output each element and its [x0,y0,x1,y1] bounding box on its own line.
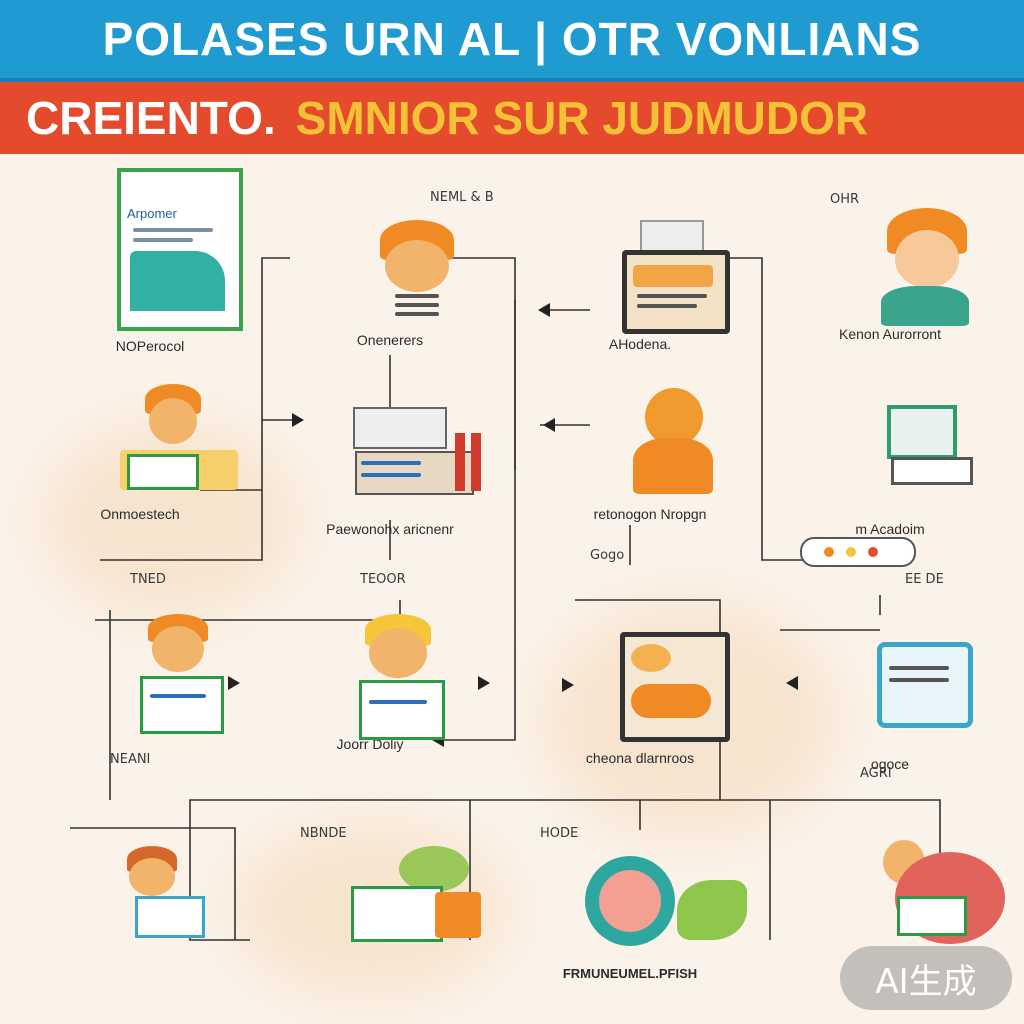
node-label: FRMUNEUMEL.PFISH [562,966,698,981]
node-label: m Acadoim [855,521,925,537]
annotation-note: EE DE [905,572,944,587]
indicator-pill [800,537,916,567]
title-banner-bottom: CREIENTO. SMNIOR SUR JUDMUDOR [0,82,1024,154]
diagram-node: cheona dlarnroos [540,620,740,766]
diagram-node: AHodena. [540,210,740,352]
node-label: Kenon Aurorront [839,326,941,342]
person-reading-icon [325,210,455,330]
annotation-note: TNED [130,572,166,587]
arrow-right-icon [478,676,490,690]
diagram-node [45,610,245,736]
person-avatar-icon [825,200,969,326]
arrow-left-icon [538,303,550,317]
diagram-node [280,840,481,966]
watermark-badge: AI生成 [840,946,1012,1010]
annotation-note: HODE [540,826,579,841]
oven-food-icon [575,620,730,742]
vegetables-laptop-icon [315,840,481,960]
arrow-right-icon [292,413,304,427]
annotation-note: OHR [830,192,860,207]
arrow-left-icon [543,418,555,432]
title-line-2b: SMNIOR SUR JUDMUDOR [295,92,869,144]
node-label: NOPerocol [115,338,185,354]
person-desk-icon [75,380,238,500]
diagram-node: Onenerers [290,210,490,348]
diagram-node [30,840,230,966]
diagram-node: m Acadoim [790,395,990,537]
person-laptop-icon [65,840,205,960]
diagram-node: Arpomer NOPerocol [50,166,250,354]
connector [189,599,721,941]
arrow-right-icon [562,678,574,692]
diagram-node [800,830,1005,956]
arrow-right-icon [228,676,240,690]
title-line-1: POLASES URN AL | OTR VONLIANS [102,13,922,65]
title-banner-top: POLASES URN AL | OTR VONLIANS [0,0,1024,82]
board-text: Arpomer [127,206,177,221]
node-label: Paewonohx aricnenr [326,521,454,537]
chart-board-icon: Arpomer [85,166,243,331]
connector [440,300,516,741]
diagram-node: ogoce [790,630,990,772]
person-laptop-icon [835,830,1005,950]
annotation-note: NEML & B [430,190,494,205]
person-laptop-icon [305,610,445,740]
person-laptop-icon [80,610,224,734]
fruit-slice-icon [565,840,747,960]
kiosk-machine-icon [825,395,973,515]
monitor-icon [825,630,973,750]
annotation-note: TEOOR [360,572,406,587]
node-label: cheona dlarnroos [585,750,695,766]
diagram-node: FRMUNEUMEL.PFISH [530,840,747,981]
connector [70,827,236,940]
node-label: ogoce [870,756,910,772]
connector [100,257,290,561]
annotation-note: AGRI [860,766,892,781]
diagram-node: Kenon Aurorront [790,200,990,342]
diagram-node: Onmoestech [40,380,240,522]
diagram-node: retonogon Nropgn [550,380,750,522]
node-label: Onmoestech [100,506,180,522]
oven-icon [575,210,730,334]
annotation-note: NEANI [110,752,151,767]
shelf-supplies-icon [325,395,481,515]
node-label: AHodena. [608,336,672,352]
annotation-note: NBNDE [300,826,347,841]
node-label: retonogon Nropgn [593,506,707,522]
annotation-note: Gogo [590,548,625,563]
node-label: Joorr Doliy [336,736,404,752]
arrow-left-icon [786,676,798,690]
diagram-node: Joorr Doliy [270,610,470,752]
title-line-2a: CREIENTO. [26,92,276,144]
node-label: Onenerers [356,332,424,348]
diagram-node: Paewonohx aricnenr [290,395,490,537]
person-sitting-icon [585,380,715,500]
